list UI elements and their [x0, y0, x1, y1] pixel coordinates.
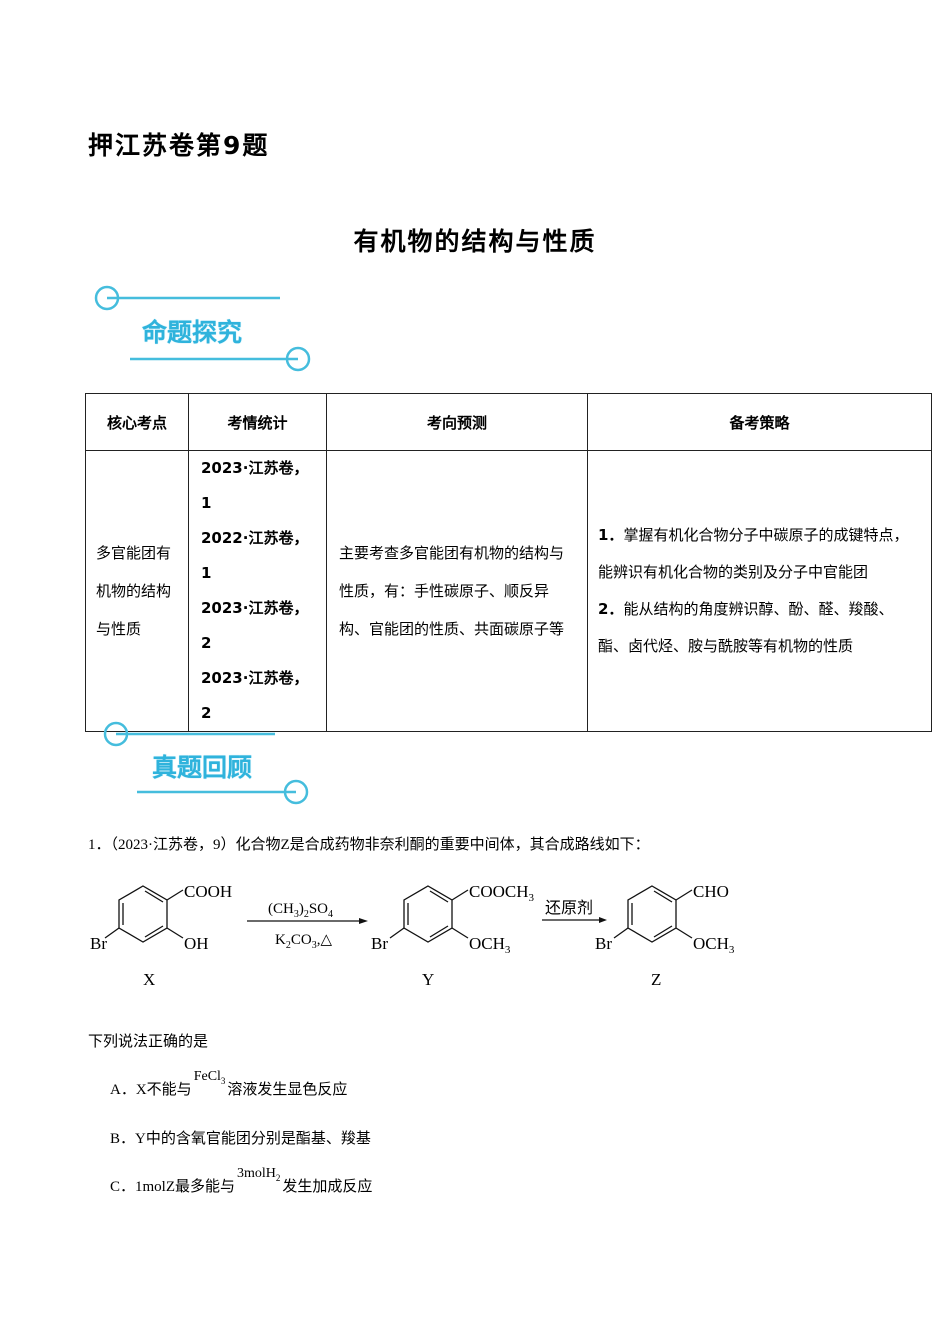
- badge-decoration-icon: [103, 721, 309, 805]
- svg-text:Br: Br: [90, 934, 107, 953]
- badge-decoration-icon: [94, 285, 311, 372]
- svg-text:OCH3: OCH3: [469, 934, 511, 956]
- question-number: 1．: [88, 837, 111, 853]
- badge-label: 真题回顾: [152, 753, 253, 782]
- synthesis-scheme: COOH OH Br X (CH3)2SO4 K2CO3,△ COOCH3 OC…: [85, 868, 765, 998]
- option-text-post: 溶液发生显色反应: [227, 1082, 348, 1098]
- topic-title: 有机物的结构与性质: [353, 227, 597, 256]
- strategy-item: 2．能从结构的角度辨识醇、酚、醛、羧酸、酯、卤代烃、胺与酰胺等有机物的性质: [598, 591, 921, 665]
- section-badge-proposition: 命题探究: [90, 283, 320, 373]
- page-title: 押江苏卷第9题: [88, 131, 270, 160]
- header-stats: 考情统计: [188, 393, 327, 451]
- question-text: （2023·江苏卷，9）化合物Z是合成药物非奈利酮的重要中间体，其合成路线如下：: [110, 837, 650, 853]
- svg-text:Y: Y: [422, 970, 434, 989]
- cell-strategy: 1．掌握有机化合物分子中碳原子的成键特点，能辨识有机化合物的类别及分子中官能团 …: [587, 450, 932, 732]
- formula-fecl3: FeCl3: [193, 1069, 226, 1086]
- formula-subscript: 3: [220, 1075, 226, 1086]
- svg-text:Br: Br: [371, 934, 388, 953]
- svg-text:COOCH3: COOCH3: [469, 882, 535, 904]
- stat-item: 2023·江苏卷，2: [201, 669, 309, 722]
- formula-text: FeCl: [193, 1069, 221, 1084]
- compound-y-structure: [389, 885, 469, 943]
- strategy-number: 2．: [598, 600, 624, 618]
- stat-item: 2023·江苏卷，1: [201, 459, 309, 512]
- formula-text: 3molH: [237, 1166, 276, 1181]
- question-stem: 1．（2023·江苏卷，9）化合物Z是合成药物非奈利酮的重要中间体，其合成路线如…: [88, 833, 650, 854]
- svg-text:Br: Br: [595, 934, 612, 953]
- header-strategy: 备考策略: [587, 393, 932, 451]
- svg-text:COOH: COOH: [184, 882, 232, 901]
- svg-text:OCH3: OCH3: [693, 934, 735, 956]
- exam-analysis-table: 核心考点 考情统计 考向预测 备考策略 多官能团有机物的结构与性质 2023·江…: [85, 393, 932, 732]
- reaction-scheme-diagram: COOH OH Br X (CH3)2SO4 K2CO3,△ COOCH3 OC…: [90, 882, 735, 989]
- option-b[interactable]: B．Y中的含氧官能团分别是酯基、羧基: [110, 1127, 371, 1148]
- svg-text:K2CO3,△: K2CO3,△: [275, 932, 332, 951]
- svg-text:CHO: CHO: [693, 882, 729, 901]
- option-text-pre: Y中的含氧官能团分别是酯基、羧基: [135, 1131, 371, 1147]
- option-letter: A．: [110, 1082, 136, 1098]
- svg-text:X: X: [143, 970, 155, 989]
- svg-text:(CH3)2SO4: (CH3)2SO4: [268, 901, 333, 920]
- svg-text:OH: OH: [184, 934, 209, 953]
- svg-text:Z: Z: [651, 970, 661, 989]
- table-row: 多官能团有机物的结构与性质 2023·江苏卷，1 2022·江苏卷，1 2023…: [85, 450, 932, 732]
- stat-item: 2023·江苏卷，2: [201, 599, 309, 652]
- cell-stats: 2023·江苏卷，1 2022·江苏卷，1 2023·江苏卷，2 2023·江苏…: [188, 450, 327, 732]
- stat-item: 2022·江苏卷，1: [201, 529, 309, 582]
- strategy-text: 掌握有机化合物分子中碳原子的成键特点，能辨识有机化合物的类别及分子中官能团: [598, 526, 909, 581]
- option-text-post: 发生加成反应: [282, 1179, 373, 1195]
- header-forecast: 考向预测: [326, 393, 588, 451]
- svg-text:还原剂: 还原剂: [545, 898, 593, 917]
- formula-subscript: 2: [275, 1172, 281, 1183]
- compound-x-structure: [104, 885, 184, 943]
- strategy-number: 1．: [598, 526, 624, 544]
- question-prompt: 下列说法正确的是: [88, 1034, 209, 1050]
- option-c[interactable]: C．1molZ最多能与3molH2发生加成反应: [110, 1166, 373, 1197]
- option-text-pre: X不能与: [135, 1082, 192, 1098]
- table-header-row: 核心考点 考情统计 考向预测 备考策略: [85, 393, 932, 451]
- option-letter: B．: [110, 1131, 136, 1147]
- strategy-text: 能从结构的角度辨识醇、酚、醛、羧酸、酯、卤代烃、胺与酰胺等有机物的性质: [598, 600, 894, 655]
- formula-3molh2: 3molH2: [237, 1166, 281, 1183]
- cell-core-point: 多官能团有机物的结构与性质: [85, 450, 189, 732]
- option-text-pre: 1molZ最多能与: [135, 1179, 236, 1195]
- strategy-item: 1．掌握有机化合物分子中碳原子的成键特点，能辨识有机化合物的类别及分子中官能团: [598, 517, 921, 591]
- option-letter: C．: [110, 1179, 136, 1195]
- option-a[interactable]: A．X不能与FeCl3溶液发生显色反应: [110, 1069, 348, 1100]
- section-badge-review: 真题回顾: [100, 716, 330, 806]
- cell-forecast: 主要考查多官能团有机物的结构与性质，有：手性碳原子、顺反异构、官能团的性质、共面…: [326, 450, 588, 732]
- badge-label: 命题探究: [142, 318, 243, 347]
- compound-z-structure: [613, 885, 693, 943]
- header-core-point: 核心考点: [85, 393, 189, 451]
